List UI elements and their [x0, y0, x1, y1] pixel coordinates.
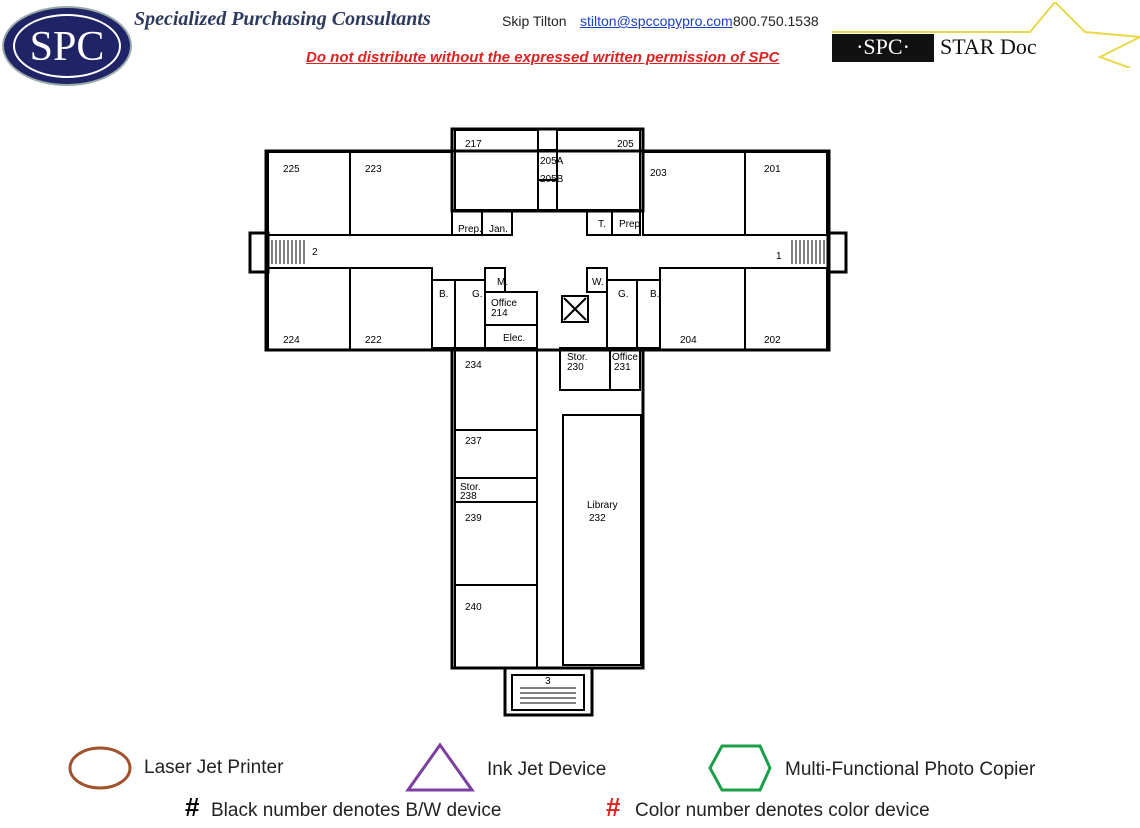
- room-label: 204: [680, 335, 697, 346]
- room-label: 238: [460, 491, 477, 502]
- room-label: Jan.: [489, 224, 508, 235]
- room-224: [267, 267, 351, 351]
- room-label: 205: [617, 139, 634, 150]
- room-222: [349, 267, 433, 351]
- laser-printer-legend-icon: [68, 746, 132, 790]
- room-label: 203: [650, 168, 667, 179]
- room-label: 1: [776, 251, 782, 262]
- distribution-warning: Do not distribute without the expressed …: [306, 49, 780, 66]
- room-label: 214: [491, 308, 508, 319]
- room-label: B.: [650, 289, 659, 300]
- legend-inkjet: Ink Jet Device: [487, 759, 607, 780]
- room-240: [454, 584, 538, 669]
- room-label: 231: [614, 362, 631, 373]
- room-label: 239: [465, 513, 482, 524]
- room-201: [744, 151, 828, 236]
- room-label: G.: [472, 289, 483, 300]
- room-label: 202: [764, 335, 781, 346]
- room-label: Library: [587, 500, 618, 511]
- stardoc-logo: ·SPC· STAR Doc: [830, 0, 1140, 69]
- room-label: Prep: [619, 219, 641, 230]
- room-label: 217: [465, 139, 482, 150]
- red-hash-icon: #: [606, 792, 621, 822]
- room-label: B.: [439, 289, 448, 300]
- room-label: Elec.: [503, 333, 525, 344]
- room-label: Stor.: [460, 482, 481, 493]
- room-label: 232: [589, 513, 606, 524]
- contact-phone: 800.750.1538: [733, 13, 819, 29]
- inkjet-legend-icon: [405, 742, 475, 792]
- walls: [248, 127, 848, 717]
- star-outline-icon: [832, 0, 1140, 69]
- room-label: 240: [465, 602, 482, 613]
- room-label: M.: [497, 277, 508, 288]
- room-204: [659, 267, 746, 351]
- room-label: Office: [612, 352, 638, 363]
- room-label: Office: [491, 298, 517, 309]
- room-202: [744, 267, 828, 351]
- room-label: 223: [365, 164, 382, 175]
- company-name: Specialized Purchasing Consultants: [134, 8, 431, 30]
- room-label: 205A: [540, 156, 564, 167]
- room-225: [267, 151, 351, 236]
- room-label: 237: [465, 436, 482, 447]
- mfp-legend-icon: [708, 744, 772, 792]
- room-library: [562, 414, 642, 666]
- room-label: Stor.: [567, 352, 588, 363]
- legend-bw: Black number denotes B/W device: [211, 800, 502, 821]
- room-label: 230: [567, 362, 584, 373]
- black-hash-icon: #: [185, 792, 200, 822]
- room-label: Prep.: [458, 224, 482, 235]
- room-label: 225: [283, 164, 300, 175]
- room-label: G.: [618, 289, 629, 300]
- contact-name: Skip Tilton: [502, 13, 567, 29]
- room-label: 224: [283, 335, 300, 346]
- room-label: 205B: [540, 174, 564, 185]
- contact-email-link[interactable]: stilton@spccopypro.com: [580, 13, 733, 29]
- room-label: 2: [312, 247, 318, 258]
- room-label: 3: [545, 676, 551, 687]
- room-223: [349, 151, 453, 236]
- stairs: [271, 240, 825, 704]
- legend-laser: Laser Jet Printer: [144, 757, 284, 778]
- room-label: 201: [764, 164, 781, 175]
- spc-logo: SPC: [2, 6, 132, 86]
- room-label: 234: [465, 360, 482, 371]
- room-203: [642, 151, 746, 236]
- room-label: 222: [365, 335, 382, 346]
- legend-color: Color number denotes color device: [635, 800, 930, 821]
- room-label: W.: [592, 277, 604, 288]
- room-label: T.: [598, 219, 606, 230]
- legend-mfp: Multi-Functional Photo Copier: [785, 759, 1036, 780]
